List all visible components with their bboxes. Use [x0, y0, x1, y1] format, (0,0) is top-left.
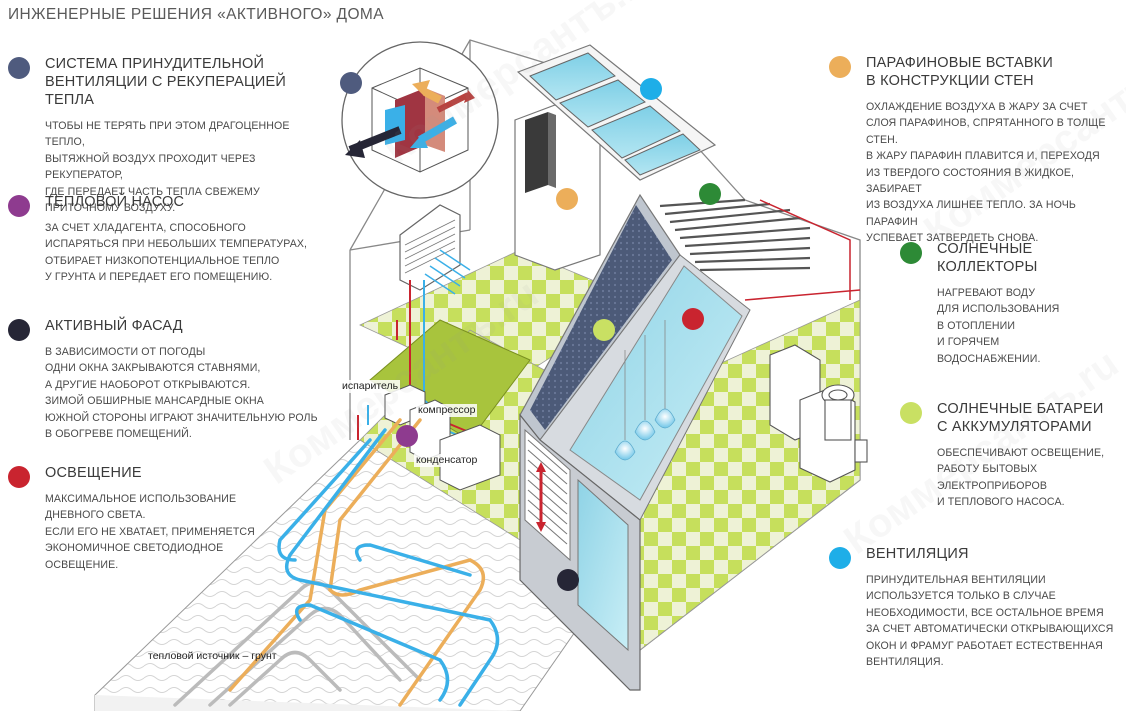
legend-item-lighting: ОСВЕЩЕНИЕ МАКСИМАЛЬНОЕ ИСПОЛЬЗОВАНИЕ ДНЕ… — [8, 464, 328, 573]
evaporator-label: испаритель — [340, 380, 401, 393]
legend-body: В ЗАВИСИМОСТИ ОТ ПОГОДЫ ОДНИ ОКНА ЗАКРЫВ… — [45, 346, 318, 441]
marker-lighting — [682, 308, 704, 330]
legend-dot — [900, 242, 922, 264]
legend-dot — [829, 547, 851, 569]
legend-item-active-facade: АКТИВНЫЙ ФАСАД В ЗАВИСИМОСТИ ОТ ПОГОДЫ О… — [8, 317, 328, 442]
legend-dot — [8, 195, 30, 217]
marker-ventilation — [640, 78, 662, 100]
marker-ventilation-recovery — [340, 72, 362, 94]
legend-body: ОБЕСПЕЧИВАЮТ ОСВЕЩЕНИЕ, РАБОТУ БЫТОВЫХ Э… — [937, 447, 1105, 509]
legend-body: ПРИНУДИТЕЛЬНАЯ ВЕНТИЛЯЦИИ ИСПОЛЬЗУЕТСЯ Т… — [866, 574, 1114, 669]
ventilation-unit — [399, 204, 471, 295]
marker-solar-collectors — [699, 183, 721, 205]
legend-heading: СИСТЕМА ПРИНУДИТЕЛЬНОЙ ВЕНТИЛЯЦИИ С РЕКУ… — [45, 56, 287, 108]
hanging-lights — [614, 320, 676, 461]
legend-dot — [8, 57, 30, 79]
legend-body: ЗА СЧЕТ ХЛАДАГЕНТА, СПОСОБНОГО ИСПАРЯТЬС… — [45, 222, 308, 284]
condenser-label: конденсатор — [414, 454, 480, 467]
legend-item-paraffin: ПАРАФИНОВЫЕ ВСТАВКИ В КОНСТРУКЦИИ СТЕН О… — [829, 54, 1124, 247]
legend-body: ЧТОБЫ НЕ ТЕРЯТЬ ПРИ ЭТОМ ДРАГОЦЕННОЕ ТЕП… — [45, 120, 290, 215]
legend-dot — [829, 56, 851, 78]
marker-paraffin — [556, 188, 578, 210]
legend-heading: ВЕНТИЛЯЦИЯ — [866, 546, 969, 562]
legend-item-ventilation-recovery: СИСТЕМА ПРИНУДИТЕЛЬНОЙ ВЕНТИЛЯЦИИ С РЕКУ… — [8, 55, 328, 216]
active-facade-wall — [519, 413, 641, 691]
heat-source-label: тепловой источник – грунт — [148, 650, 277, 662]
legend-dot — [900, 402, 922, 424]
legend-item-solar-batteries: СОЛНЕЧНЫЕ БАТАРЕИ С АККУМУЛЯТОРАМИ ОБЕСП… — [900, 400, 1125, 511]
solar-collector-tubes — [659, 198, 811, 272]
legend-heading: ПАРАФИНОВЫЕ ВСТАВКИ В КОНСТРУКЦИИ СТЕН — [866, 55, 1053, 89]
ground-heat-loops — [173, 418, 500, 707]
legend-item-ventilation: ВЕНТИЛЯЦИЯ ПРИНУДИТЕЛЬНАЯ ВЕНТИЛЯЦИИ ИСП… — [829, 545, 1124, 670]
recuperator-detail — [341, 41, 499, 199]
legend-heading: ТЕПЛОВОЙ НАСОС — [45, 194, 185, 210]
paraffin-wall-block — [514, 104, 601, 271]
collector-pipes — [744, 199, 861, 301]
legend-item-heat-pump: ТЕПЛОВОЙ НАСОС ЗА СЧЕТ ХЛАДАГЕНТА, СПОСО… — [8, 193, 328, 286]
compressor-label: компрессор — [416, 404, 478, 417]
legend-heading: СОЛНЕЧНЫЕ БАТАРЕИ С АККУМУЛЯТОРАМИ — [937, 401, 1104, 435]
legend-heading: СОЛНЕЧНЫЕ КОЛЛЕКТОРЫ — [937, 241, 1038, 275]
legend-item-solar-collectors: СОЛНЕЧНЫЕ КОЛЛЕКТОРЫ НАГРЕВАЮТ ВОДУ ДЛЯ … — [900, 240, 1125, 367]
legend-body: МАКСИМАЛЬНОЕ ИСПОЛЬЗОВАНИЕ ДНЕВНОГО СВЕТ… — [45, 493, 255, 571]
marker-heat-pump — [396, 425, 418, 447]
legend-dot — [8, 466, 30, 488]
diagram-markers — [340, 72, 721, 591]
marker-active-facade — [557, 569, 579, 591]
page-title: ИНЖЕНЕРНЫЕ РЕШЕНИЯ «АКТИВНОГО» ДОМА — [8, 6, 384, 23]
legend-body: НАГРЕВАЮТ ВОДУ ДЛЯ ИСПОЛЬЗОВАНИЯ В ОТОПЛ… — [937, 287, 1060, 365]
legend-heading: АКТИВНЫЙ ФАСАД — [45, 318, 183, 334]
legend-body: ОХЛАЖДЕНИЕ ВОЗДУХА В ЖАРУ ЗА СЧЕТ СЛОЯ П… — [866, 101, 1106, 245]
bathroom-fixtures — [769, 344, 868, 483]
legend-heading: ОСВЕЩЕНИЕ — [45, 465, 142, 481]
marker-solar-batteries — [593, 319, 615, 341]
legend-dot — [8, 319, 30, 341]
roof-windows — [516, 44, 717, 181]
